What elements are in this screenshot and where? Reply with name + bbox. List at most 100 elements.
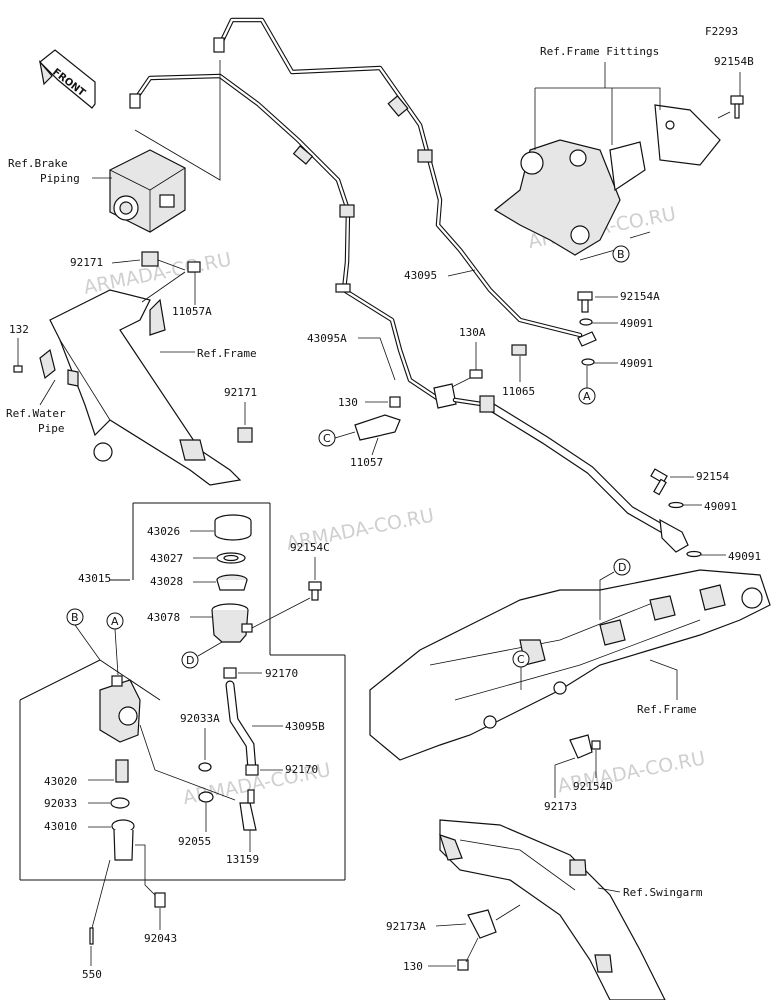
callout-letter: A	[583, 390, 591, 403]
part-label-92154D: 92154D	[573, 780, 613, 793]
callout-letter: D	[186, 654, 194, 667]
part-label-49091: 49091	[620, 317, 653, 330]
seal-92033	[110, 797, 130, 809]
ref-frame-upper-label: Ref.Frame	[197, 347, 257, 360]
washer	[579, 318, 593, 326]
part-label-92173: 92173	[544, 800, 577, 813]
bolt-92154D	[591, 740, 601, 750]
washer	[668, 501, 684, 509]
part-label-92154A: 92154A	[620, 290, 660, 303]
pipe-fitting	[129, 93, 141, 109]
part-label-49091: 49091	[704, 500, 737, 513]
pipe-grommet	[292, 145, 314, 165]
callout-b-left: B	[66, 608, 84, 626]
part-label-92033A: 92033A	[180, 712, 220, 725]
part-label-11057A: 11057A	[172, 305, 212, 318]
part-label-43095A: 43095A	[307, 332, 347, 345]
bolt-130A	[469, 369, 483, 379]
ref-frame-fittings-label: Ref.Frame Fittings	[540, 45, 659, 58]
connector-13159	[239, 789, 257, 831]
banjo-fitting	[577, 331, 597, 347]
hose-43095B	[225, 680, 257, 775]
ref-brake-piping-label: Ref.Brake	[8, 157, 68, 170]
bolt-92154B	[730, 95, 744, 119]
ref-water-pipe-label: Pipe	[38, 422, 65, 435]
pin-92043	[154, 892, 166, 908]
pushrod-43010	[111, 819, 135, 861]
ref-swingarm-label: Ref.Swingarm	[623, 886, 703, 899]
cotter-pin-550	[89, 927, 94, 945]
part-label-43027: 43027	[150, 552, 183, 565]
callout-c-upper: C	[318, 429, 336, 447]
part-label-49091: 49091	[728, 550, 761, 563]
callout-letter: B	[617, 248, 625, 261]
bolt-130-lower	[457, 959, 469, 971]
bolt-92154A	[577, 291, 593, 313]
part-label-92173A: 92173A	[386, 920, 426, 933]
callout-d-left: D	[181, 651, 199, 669]
part-label-43010: 43010	[44, 820, 77, 833]
reservoir-43078	[211, 603, 253, 643]
part-label-130: 130	[338, 396, 358, 409]
bolt-92154C	[308, 581, 322, 601]
oring-92033A	[198, 762, 212, 772]
part-label-92171: 92171	[224, 386, 257, 399]
part-label-43015: 43015	[78, 572, 111, 585]
pipe-grommet	[417, 149, 433, 163]
part-label-92154: 92154	[696, 470, 729, 483]
part-label-43026: 43026	[147, 525, 180, 538]
part-label-92170: 92170	[285, 763, 318, 776]
clamp-92171	[141, 251, 159, 267]
oring-92055	[198, 791, 214, 803]
part-label-130A: 130A	[459, 326, 486, 339]
ref-water-pipe-label: Ref.Water	[6, 407, 66, 420]
part-label-43028: 43028	[150, 575, 183, 588]
clamp-92170	[223, 667, 237, 679]
ref-frame-lower-label: Ref.Frame	[637, 703, 697, 716]
clamp-92171	[237, 427, 253, 443]
pipe-fitting	[335, 283, 351, 293]
callout-letter: C	[323, 432, 331, 445]
bolt-130	[389, 396, 401, 408]
clamp-92170	[245, 764, 259, 776]
plate-43027	[216, 552, 246, 564]
bolt-92154	[650, 468, 668, 496]
part-label-92033: 92033	[44, 797, 77, 810]
clip-11057A	[187, 261, 201, 273]
clamp-92173A	[467, 909, 497, 939]
callout-d-right: D	[613, 558, 631, 576]
part-label-13159: 13159	[226, 853, 259, 866]
part-label-49091: 49091	[620, 357, 653, 370]
part-label-43095B: 43095B	[285, 720, 325, 733]
callout-letter: A	[111, 615, 119, 628]
callout-c-lower: C	[512, 650, 530, 668]
grommet-11065	[511, 344, 527, 356]
part-label-130: 130	[403, 960, 423, 973]
callout-a-left: A	[106, 612, 124, 630]
front-arrow-icon: FRONT	[39, 49, 96, 109]
frame-lower	[369, 569, 771, 761]
pipe-grommet	[387, 95, 409, 117]
brake-hose	[452, 395, 689, 553]
part-label-92154B: 92154B	[714, 55, 754, 68]
abs-unit	[109, 149, 186, 233]
part-label-43020: 43020	[44, 775, 77, 788]
callout-a-right: A	[578, 387, 596, 405]
part-label-92055: 92055	[178, 835, 211, 848]
assembly-boxes	[19, 502, 346, 881]
part-label-11065: 11065	[502, 385, 535, 398]
bracket-11057	[354, 414, 401, 441]
part-label-43078: 43078	[147, 611, 180, 624]
part-label-92154C: 92154C	[290, 541, 330, 554]
swingarm	[439, 819, 666, 1000]
part-label-11057: 11057	[350, 456, 383, 469]
washer	[581, 358, 595, 366]
piston-43020	[115, 759, 129, 783]
callout-letter: C	[517, 653, 525, 666]
diaphragm-43028	[216, 574, 248, 591]
clamp-92173	[569, 734, 593, 759]
part-label-43095: 43095	[404, 269, 437, 282]
frame-upper	[39, 289, 242, 486]
callout-letter: B	[71, 611, 79, 624]
